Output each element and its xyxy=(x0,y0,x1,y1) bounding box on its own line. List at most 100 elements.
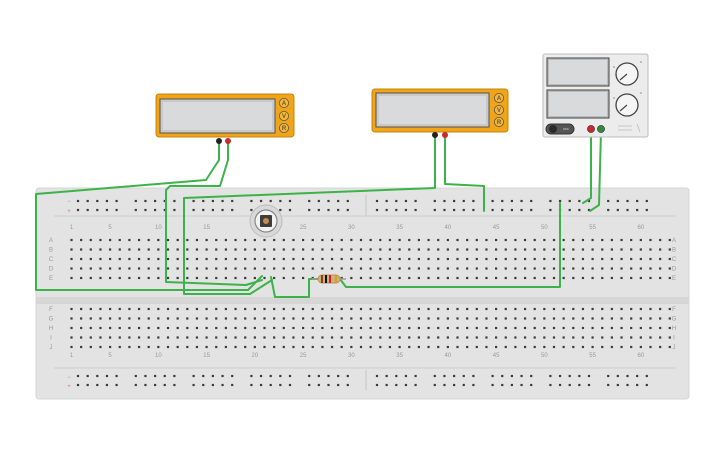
breadboard-hole[interactable] xyxy=(587,374,591,378)
breadboard-hole[interactable] xyxy=(288,199,292,203)
breadboard-hole[interactable] xyxy=(89,248,92,251)
breadboard-hole[interactable] xyxy=(453,383,456,387)
breadboard-hole[interactable] xyxy=(70,345,73,349)
breadboard-hole[interactable] xyxy=(330,238,334,242)
breadboard-hole[interactable] xyxy=(163,199,166,203)
breadboard-hole[interactable] xyxy=(346,199,349,203)
breadboard-hole[interactable] xyxy=(572,267,575,270)
breadboard-hole[interactable] xyxy=(311,238,314,242)
breadboard-hole[interactable] xyxy=(99,317,102,320)
breadboard-hole[interactable] xyxy=(520,208,523,212)
breadboard-hole[interactable] xyxy=(282,336,285,339)
breadboard-hole[interactable] xyxy=(202,199,205,203)
breadboard-hole[interactable] xyxy=(166,326,170,330)
breadboard-hole[interactable] xyxy=(466,248,469,251)
breadboard-hole[interactable] xyxy=(552,336,556,339)
breadboard-hole[interactable] xyxy=(186,326,189,330)
breadboard-hole[interactable] xyxy=(369,326,372,330)
breadboard-hole[interactable] xyxy=(221,374,224,378)
breadboard-hole[interactable] xyxy=(610,238,613,242)
breadboard-hole[interactable] xyxy=(157,276,160,280)
breadboard-hole[interactable] xyxy=(202,208,205,212)
breadboard-hole[interactable] xyxy=(311,317,314,320)
breadboard-hole[interactable] xyxy=(205,257,208,261)
breadboard-hole[interactable] xyxy=(337,208,340,212)
breadboard-hole[interactable] xyxy=(630,267,633,270)
breadboard-hole[interactable] xyxy=(221,383,224,387)
breadboard-hole[interactable] xyxy=(166,336,170,339)
breadboard-hole[interactable] xyxy=(533,317,536,320)
breadboard-hole[interactable] xyxy=(96,199,99,203)
breadboard-hole[interactable] xyxy=(504,238,507,242)
breadboard-hole[interactable] xyxy=(523,257,527,261)
breadboard-hole[interactable] xyxy=(134,383,137,387)
breadboard-hole[interactable] xyxy=(273,267,276,270)
breadboard-hole[interactable] xyxy=(552,317,556,320)
breadboard-hole[interactable] xyxy=(128,317,131,320)
breadboard-hole[interactable] xyxy=(244,307,247,311)
breadboard-hole[interactable] xyxy=(128,238,131,242)
breadboard-hole[interactable] xyxy=(510,383,513,387)
breadboard-hole[interactable] xyxy=(137,307,141,311)
breadboard-hole[interactable] xyxy=(115,199,118,203)
breadboard-hole[interactable] xyxy=(379,238,382,242)
breadboard-hole[interactable] xyxy=(96,208,99,212)
breadboard-hole[interactable] xyxy=(398,317,401,320)
breadboard-hole[interactable] xyxy=(176,248,179,251)
breadboard-hole[interactable] xyxy=(317,383,320,387)
breadboard-hole[interactable] xyxy=(166,248,170,251)
breadboard-hole[interactable] xyxy=(485,276,488,280)
breadboard-hole[interactable] xyxy=(321,257,324,261)
breadboard-hole[interactable] xyxy=(99,276,102,280)
breadboard-hole[interactable] xyxy=(630,276,633,280)
breadboard-hole[interactable] xyxy=(350,257,353,261)
breadboard-hole[interactable] xyxy=(504,257,507,261)
breadboard-hole[interactable] xyxy=(176,307,179,311)
breadboard-hole[interactable] xyxy=(205,317,208,320)
breadboard-hole[interactable] xyxy=(466,307,469,311)
breadboard-hole[interactable] xyxy=(659,336,662,339)
breadboard-hole[interactable] xyxy=(636,374,639,378)
breadboard-hole[interactable] xyxy=(639,336,642,339)
breadboard-hole[interactable] xyxy=(639,317,642,320)
breadboard-hole[interactable] xyxy=(398,257,401,261)
breadboard-hole[interactable] xyxy=(427,336,430,339)
breadboard-hole[interactable] xyxy=(195,345,199,349)
breadboard-hole[interactable] xyxy=(466,317,469,320)
breadboard-hole[interactable] xyxy=(427,248,430,251)
breadboard-hole[interactable] xyxy=(302,345,305,349)
breadboard-hole[interactable] xyxy=(552,345,556,349)
breadboard-hole[interactable] xyxy=(118,276,121,280)
breadboard-hole[interactable] xyxy=(234,307,237,311)
breadboard-hole[interactable] xyxy=(649,345,652,349)
breadboard-hole[interactable] xyxy=(495,336,498,339)
breadboard-hole[interactable] xyxy=(273,257,276,261)
breadboard-hole[interactable] xyxy=(224,336,227,339)
mode-button-r[interactable]: R xyxy=(278,123,289,134)
breadboard-hole[interactable] xyxy=(244,345,247,349)
breadboard-hole[interactable] xyxy=(154,208,157,212)
breadboard-hole[interactable] xyxy=(176,238,179,242)
breadboard-hole[interactable] xyxy=(591,238,594,242)
breadboard-hole[interactable] xyxy=(346,208,349,212)
breadboard-hole[interactable] xyxy=(70,238,73,242)
breadboard-hole[interactable] xyxy=(578,374,581,378)
breadboard-hole[interactable] xyxy=(224,267,227,270)
breadboard-hole[interactable] xyxy=(398,345,401,349)
breadboard-hole[interactable] xyxy=(80,248,83,251)
breadboard-hole[interactable] xyxy=(388,267,392,270)
breadboard-hole[interactable] xyxy=(388,345,392,349)
breadboard-hole[interactable] xyxy=(302,326,305,330)
breadboard-hole[interactable] xyxy=(99,326,102,330)
breadboard-hole[interactable] xyxy=(147,326,150,330)
breadboard-hole[interactable] xyxy=(659,276,662,280)
breadboard-hole[interactable] xyxy=(340,317,343,320)
breadboard-hole[interactable] xyxy=(89,267,92,270)
breadboard-hole[interactable] xyxy=(311,307,314,311)
breadboard-hole[interactable] xyxy=(205,345,208,349)
breadboard-hole[interactable] xyxy=(433,383,436,387)
breadboard-hole[interactable] xyxy=(76,374,80,378)
breadboard-hole[interactable] xyxy=(549,208,552,212)
breadboard-hole[interactable] xyxy=(601,267,604,270)
breadboard-hole[interactable] xyxy=(359,317,363,320)
